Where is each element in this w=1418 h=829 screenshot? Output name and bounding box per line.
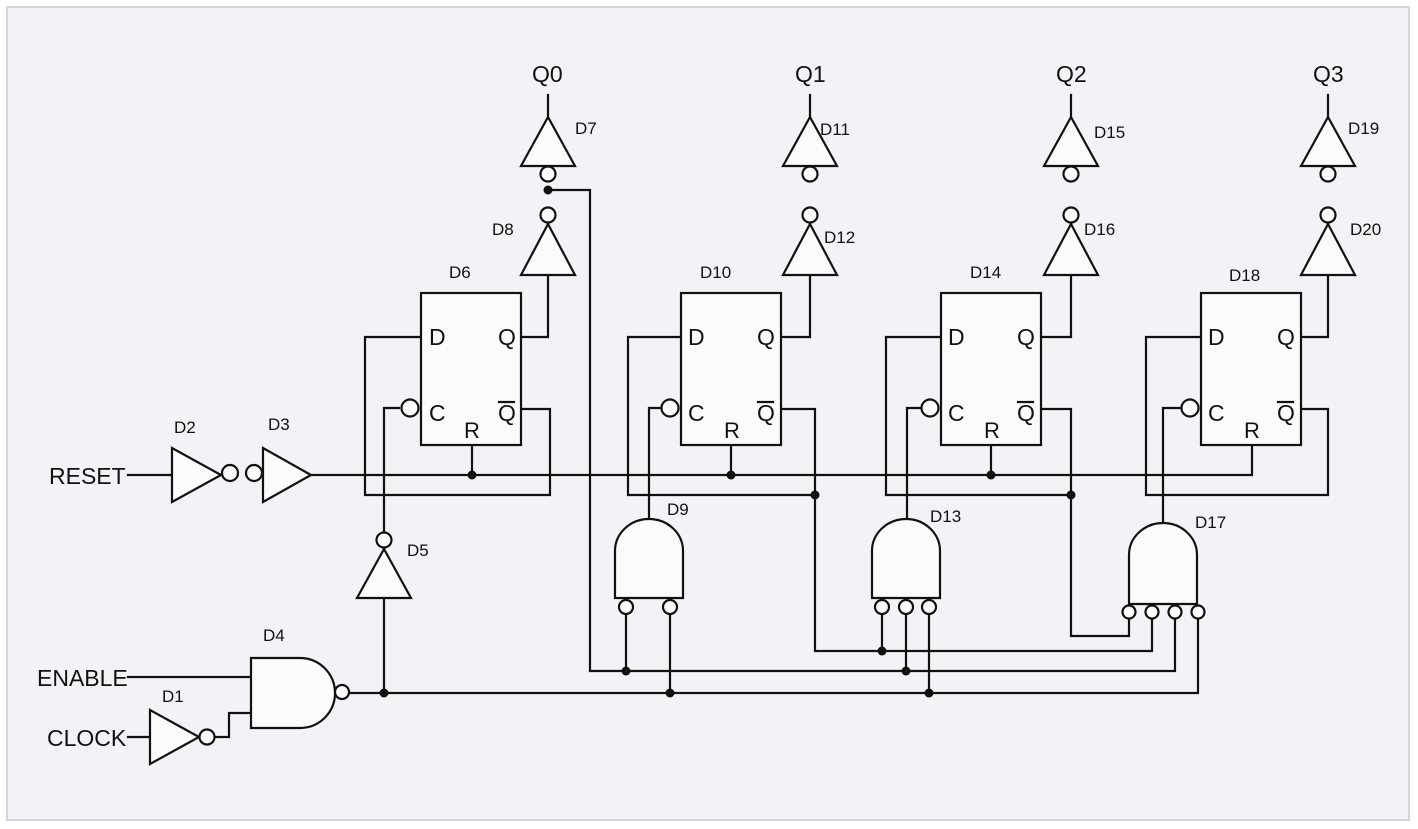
svg-text:D20: D20 bbox=[1350, 220, 1381, 239]
svg-text:C: C bbox=[688, 400, 705, 426]
svg-text:D14: D14 bbox=[970, 263, 1001, 282]
svg-text:D17: D17 bbox=[1195, 513, 1226, 532]
svg-text:D12: D12 bbox=[824, 228, 855, 247]
svg-text:D11: D11 bbox=[820, 120, 850, 139]
gate-d9: D9 bbox=[613, 500, 689, 616]
flipflop-d18: D18 D Q C Q R bbox=[1180, 266, 1303, 447]
clock-label: CLOCK bbox=[47, 725, 127, 751]
flipflop-d14: D14 D Q C Q R bbox=[920, 263, 1043, 447]
svg-text:D15: D15 bbox=[1094, 123, 1125, 142]
enable-label: ENABLE bbox=[37, 665, 128, 691]
svg-text:D6: D6 bbox=[449, 263, 471, 282]
svg-text:Q: Q bbox=[1017, 400, 1035, 426]
gate-d4: D4 bbox=[249, 626, 351, 730]
gate-d7: D7 bbox=[519, 114, 597, 183]
svg-text:Q: Q bbox=[1017, 324, 1035, 350]
svg-text:Q: Q bbox=[498, 400, 516, 426]
gate-d8: D8 bbox=[492, 206, 577, 277]
gate-d20: D20 bbox=[1299, 206, 1381, 277]
gate-d17: D17 bbox=[1121, 513, 1226, 620]
svg-text:D1: D1 bbox=[162, 687, 184, 706]
gate-d5: D5 bbox=[355, 531, 429, 600]
q1-output-label: Q1 bbox=[795, 61, 826, 87]
svg-text:D18: D18 bbox=[1229, 266, 1260, 285]
wires bbox=[126, 93, 1330, 739]
gate-d1: D1 bbox=[148, 687, 216, 766]
gate-d19: D19 bbox=[1299, 114, 1379, 183]
gate-d12: D12 bbox=[781, 206, 855, 277]
svg-text:D3: D3 bbox=[268, 415, 290, 434]
svg-text:R: R bbox=[984, 418, 1000, 443]
svg-text:D2: D2 bbox=[174, 418, 196, 437]
svg-text:D9: D9 bbox=[667, 500, 689, 519]
svg-text:Q: Q bbox=[757, 324, 775, 350]
svg-text:D13: D13 bbox=[930, 507, 961, 526]
flipflop-d6: D6 D Q C Q R bbox=[400, 263, 523, 447]
gate-d13: D13 bbox=[870, 507, 961, 616]
svg-text:D: D bbox=[429, 324, 446, 350]
svg-text:R: R bbox=[464, 418, 480, 443]
gate-d2: D2 bbox=[170, 418, 264, 504]
svg-text:R: R bbox=[1244, 418, 1260, 443]
gate-d15: D15 bbox=[1042, 114, 1125, 183]
svg-text:D10: D10 bbox=[700, 263, 731, 282]
gate-d11: D11 bbox=[781, 114, 850, 183]
reset-label: RESET bbox=[49, 463, 126, 489]
svg-text:D7: D7 bbox=[575, 119, 597, 138]
svg-text:Q: Q bbox=[498, 324, 516, 350]
svg-text:D8: D8 bbox=[492, 220, 514, 239]
svg-text:C: C bbox=[429, 400, 446, 426]
svg-text:Q: Q bbox=[1277, 400, 1295, 426]
svg-text:Q: Q bbox=[1277, 324, 1295, 350]
q0-output-label: Q0 bbox=[532, 61, 563, 87]
svg-text:D5: D5 bbox=[407, 541, 429, 560]
flipflop-d10: D10 D Q C Q R bbox=[660, 263, 783, 447]
svg-text:D4: D4 bbox=[263, 626, 285, 645]
svg-text:D: D bbox=[1208, 324, 1225, 350]
q2-output-label: Q2 bbox=[1056, 61, 1087, 87]
gate-d3: D3 bbox=[261, 415, 314, 504]
junction-dots bbox=[379, 185, 1076, 698]
svg-text:C: C bbox=[1208, 400, 1225, 426]
svg-text:D: D bbox=[948, 324, 965, 350]
svg-text:D16: D16 bbox=[1084, 220, 1115, 239]
gate-d16: D16 bbox=[1042, 206, 1115, 277]
svg-text:D: D bbox=[688, 324, 705, 350]
svg-text:D19: D19 bbox=[1348, 119, 1379, 138]
svg-text:C: C bbox=[948, 400, 965, 426]
svg-text:R: R bbox=[724, 418, 740, 443]
svg-text:Q: Q bbox=[757, 400, 775, 426]
q3-output-label: Q3 bbox=[1313, 61, 1344, 87]
